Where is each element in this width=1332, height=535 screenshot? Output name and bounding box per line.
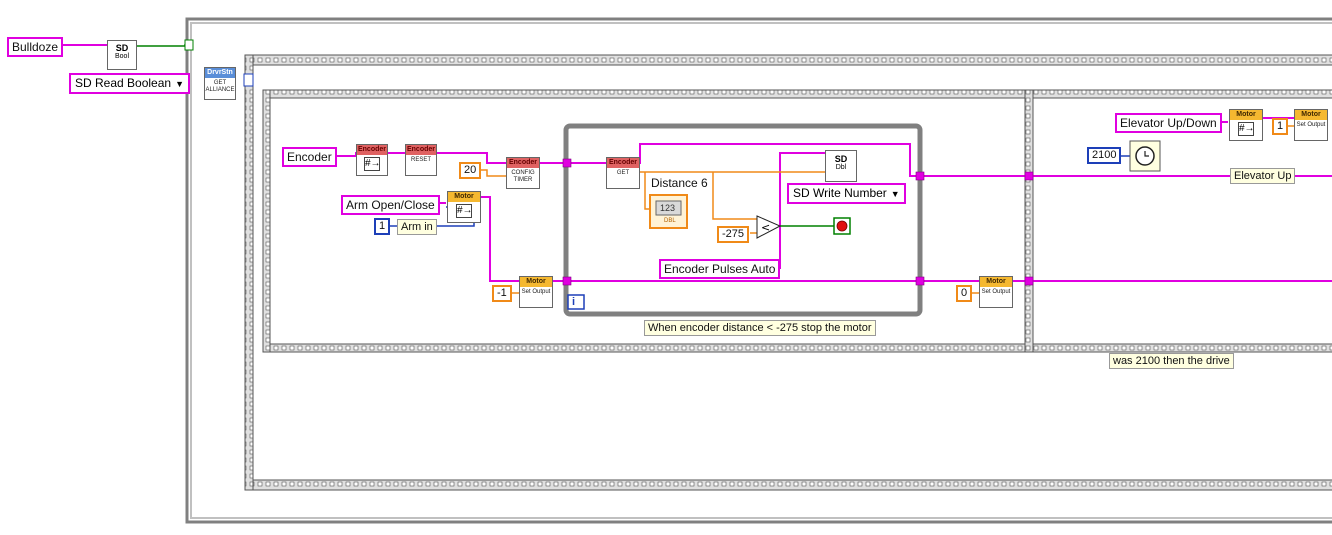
case-selector-tunnel [184, 39, 194, 51]
refnum-wires [58, 44, 1332, 282]
indicator-digits: 123 [660, 203, 676, 213]
while-loop-frame[interactable] [563, 123, 923, 317]
drvstn-header: DrvrStn [205, 68, 235, 78]
arm-open-close-control[interactable]: Arm Open/Close [341, 195, 440, 215]
elevator-motor-header: Motor [1230, 110, 1262, 120]
neg-one-constant[interactable]: -1 [492, 285, 512, 302]
zero-constant[interactable]: 0 [956, 285, 973, 302]
motor-stop-set-output-label: Set Output [981, 289, 1011, 295]
arm-set-output-header: Motor [520, 277, 552, 287]
elevator-up-label: Elevator Up [1230, 168, 1296, 184]
loop-iteration-label: i [572, 296, 576, 308]
encoder-reset-vi[interactable]: Encoder RESET [405, 144, 437, 176]
elevator-one-constant[interactable]: 1 [1272, 118, 1289, 135]
motor-stop-set-output-vi[interactable]: Motor Set Output [979, 276, 1013, 308]
arm-in-constant[interactable]: 1 [374, 218, 391, 235]
less-than-comparator[interactable]: < [756, 215, 782, 239]
motor-stop-header: Motor [980, 277, 1012, 287]
dropdown-arrow-icon: ▼ [890, 189, 900, 199]
reset-label: RESET [410, 157, 431, 163]
numeric-wires [477, 125, 1294, 294]
encoder-open-vi[interactable]: Encoder #→ [356, 144, 388, 176]
encoder-pulses-auto-control[interactable]: Encoder Pulses Auto [659, 259, 781, 279]
integer-wires [387, 155, 1130, 227]
arm-motor-open-vi[interactable]: Motor #→ [447, 191, 481, 223]
elevator-up-down-control[interactable]: Elevator Up/Down [1115, 113, 1222, 133]
encoder-config-timer-vi[interactable]: Encoder CONFIG TIMER [506, 157, 540, 189]
elevator-motor-open-vi[interactable]: Motor #→ [1229, 109, 1263, 141]
get-alliance-label: GET ALLIANCE [205, 80, 235, 93]
sd-write-number-vi[interactable]: SD Dbl [825, 150, 857, 182]
encoder-control[interactable]: Encoder [282, 147, 337, 167]
distance-indicator-label: Distance 6 [651, 176, 708, 190]
sd-write-number-label: SD Write Number [793, 186, 887, 200]
encoder-get-header: Encoder [607, 158, 639, 168]
sd-write-icon: SD [834, 154, 848, 164]
inner-sequence-frame[interactable] [262, 89, 1332, 353]
encoder-get-vi[interactable]: Encoder GET [606, 157, 640, 189]
sd-read-boolean-vi[interactable]: SD Bool [107, 40, 137, 70]
alliance-tunnel [243, 73, 254, 87]
arm-set-output-label: Set Output [521, 289, 551, 295]
motor-hash-icon: #→ [456, 204, 473, 218]
driver-station-get-alliance-vi[interactable]: DrvrStn GET ALLIANCE [204, 67, 236, 100]
elevator-hash-icon: #→ [1238, 122, 1255, 136]
timer-constant[interactable]: 20 [459, 162, 482, 179]
tunnels [562, 158, 1034, 286]
dbl-label: Dbl [835, 164, 847, 171]
hash-icon: #→ [364, 157, 381, 171]
distance-indicator[interactable] [649, 194, 688, 229]
get-label: GET [616, 170, 630, 176]
svg-text:<: < [761, 221, 770, 234]
wait-2100-constant[interactable]: 2100 [1087, 147, 1122, 164]
loop-stop-terminal[interactable] [833, 217, 851, 235]
config-timer-label: CONFIG TIMER [511, 170, 535, 183]
arm-in-label: Arm in [397, 219, 437, 235]
elevator-set-output-label: Set Output [1296, 122, 1326, 128]
arm-motor-set-output-vi[interactable]: Motor Set Output [519, 276, 553, 308]
outer-case-structure[interactable] [185, 17, 1332, 524]
was-2100-comment: was 2100 then the drive [1109, 353, 1234, 369]
sd-read-boolean-label: SD Read Boolean [75, 76, 172, 90]
elevator-set-output-vi[interactable]: Motor Set Output [1294, 109, 1328, 141]
dropdown-arrow-icon: ▼ [175, 79, 184, 89]
stop-motor-comment: When encoder distance < -275 stop the mo… [644, 320, 876, 336]
bulldoze-control[interactable]: Bulldoze [7, 37, 64, 57]
elevator-set-output-header: Motor [1295, 110, 1327, 120]
neg-275-constant[interactable]: -275 [717, 226, 750, 243]
dbl-indicator-tag: DBL [664, 218, 676, 224]
arm-motor-header: Motor [448, 192, 480, 202]
wait-ms-function[interactable] [1129, 140, 1161, 172]
iteration-terminal [567, 294, 585, 310]
sd-write-number-selector[interactable]: SD Write Number▼ [787, 183, 906, 204]
sd-read-boolean-selector[interactable]: SD Read Boolean▼ [69, 73, 190, 94]
bool-label: Bool [114, 53, 129, 60]
flat-sequence-outer-frame[interactable] [244, 54, 1332, 491]
sd-icon: SD [115, 43, 129, 53]
encoder-open-header: Encoder [357, 145, 387, 155]
encoder-reset-header: Encoder [406, 145, 436, 155]
encoder-config-header: Encoder [507, 158, 539, 168]
